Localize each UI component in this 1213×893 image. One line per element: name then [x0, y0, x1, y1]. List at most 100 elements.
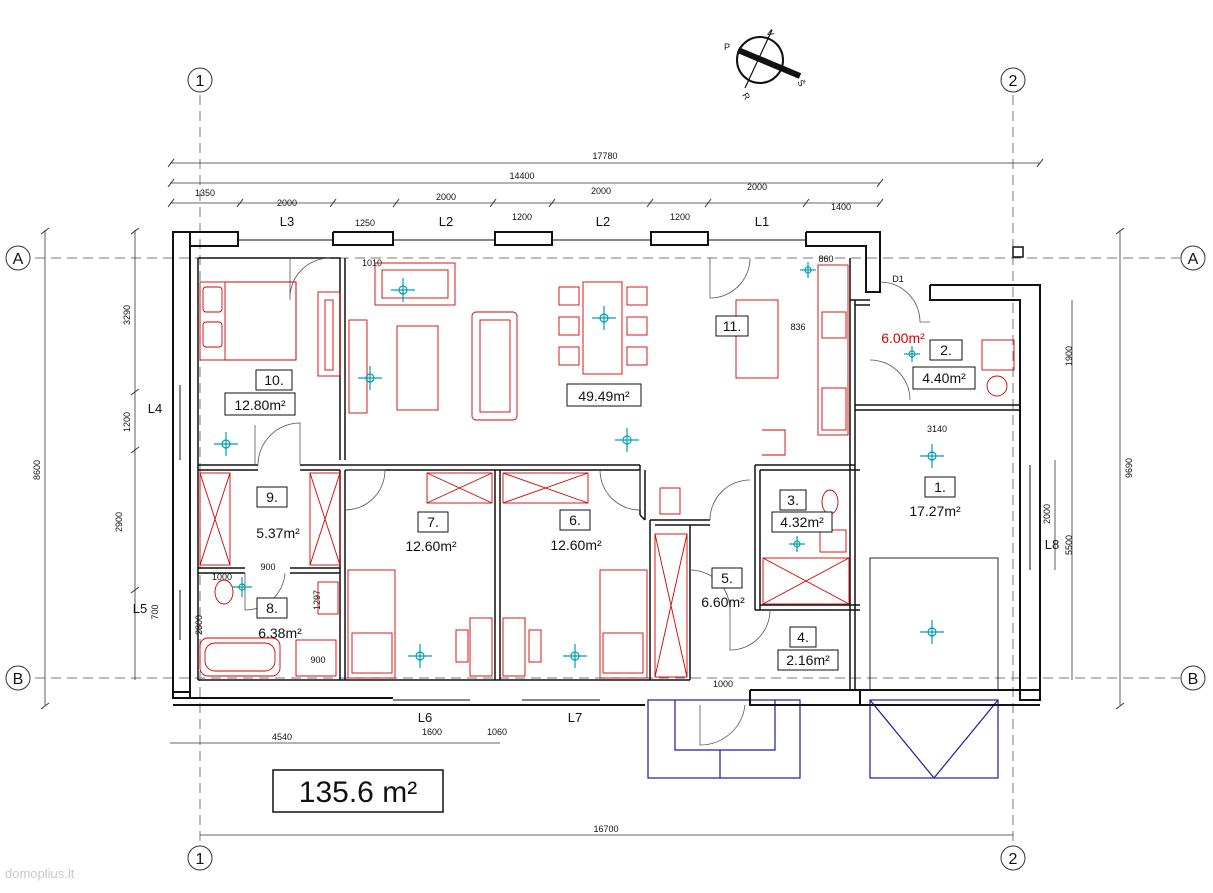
bathtub — [199, 637, 281, 677]
dim-860: 860 — [818, 254, 833, 264]
axis-1-top: 1 — [196, 73, 205, 90]
total-area: 135.6 m² — [299, 776, 417, 809]
dim-3140: 3140 — [927, 424, 947, 434]
room-10-area: 12.80m² — [234, 397, 286, 413]
dim-900-a: 900 — [260, 562, 275, 572]
porch — [647, 699, 999, 779]
garage-bay — [869, 557, 999, 691]
wardrobe-room-7 — [426, 472, 493, 504]
room-9: 9. 5.37m² — [256, 486, 300, 541]
room-10-number: 10. — [264, 372, 283, 388]
dim-1200-b: 1200 — [670, 212, 690, 222]
room-7-number: 7. — [427, 514, 439, 530]
room-8: 8. 6.38m² — [256, 597, 302, 641]
dim-2000-d: 2000 — [747, 182, 767, 192]
dimension-lines — [44, 162, 1121, 836]
room-6-area: 12.60m² — [550, 537, 602, 553]
dim-2800: 2800 — [194, 615, 204, 635]
ceiling-lights — [214, 262, 944, 668]
room-5-area: 6.60m² — [701, 594, 745, 610]
kitchen-island — [735, 299, 779, 379]
dim-1600: 1600 — [422, 727, 442, 737]
compass-icon: V P Š R — [724, 28, 807, 102]
axis-a-right: A — [1188, 251, 1199, 268]
room-1-area: 17.27m² — [909, 503, 961, 519]
dim-1200-left: 1200 — [122, 412, 132, 432]
window-l2-b: L2 — [596, 214, 610, 229]
door-d1: D1 — [892, 274, 904, 284]
room-7: 7. 12.60m² — [405, 511, 457, 554]
axis-2-bottom: 2 — [1009, 851, 1018, 868]
dim-1060: 1060 — [487, 727, 507, 737]
room-1-number: 1. — [934, 479, 946, 495]
dim-1000-a: 1000 — [212, 572, 232, 582]
dim-1010: 1010 — [362, 258, 382, 268]
dim-5500: 5500 — [1064, 535, 1074, 555]
window-l6: L6 — [418, 710, 432, 725]
dim-16700: 16700 — [593, 824, 618, 834]
dimension-ticks — [40, 158, 1125, 710]
dim-700: 700 — [150, 604, 160, 619]
dim-1000-b: 1000 — [713, 679, 733, 689]
window-l2-a: L2 — [439, 214, 453, 229]
room-2: 2. 4.40m² — [912, 339, 976, 390]
compass-v: V — [764, 28, 776, 38]
window-l1: L1 — [755, 214, 769, 229]
window-l8: L8 — [1045, 537, 1059, 552]
room-11-number: 11. — [723, 318, 741, 334]
room-10: 10. 12.80m² — [224, 369, 296, 416]
dim-3290: 3290 — [122, 305, 132, 325]
room-2-number: 2. — [940, 342, 952, 358]
dim-900-b: 900 — [310, 655, 325, 665]
dim-2000-right: 2000 — [1042, 504, 1052, 524]
dim-14400: 14400 — [509, 171, 534, 181]
dim-1350: 1350 — [195, 188, 215, 198]
dim-2900: 2900 — [114, 512, 124, 532]
dim-2000-a: 2000 — [277, 198, 297, 208]
dim-17780: 17780 — [592, 151, 617, 161]
room-9-number: 9. — [266, 489, 278, 505]
room-11: 11. 49.49m² — [566, 315, 749, 407]
dim-1250: 1250 — [355, 218, 375, 228]
compass-s: Š — [795, 78, 807, 88]
room-9-area: 5.37m² — [256, 525, 300, 541]
window-frames — [179, 239, 1031, 701]
window-l3: L3 — [280, 214, 294, 229]
dining-table — [582, 281, 623, 375]
grid-bubbles: 1 2 1 2 A A B B — [5, 67, 1206, 871]
dim-836: 836 — [790, 322, 805, 332]
sofa — [374, 262, 456, 306]
axis-b-right: B — [1188, 671, 1199, 688]
axis-a-left: A — [13, 251, 24, 268]
axis-1-bottom: 1 — [196, 851, 205, 868]
outer-walls — [172, 231, 1041, 706]
dim-1400: 1400 — [831, 202, 851, 212]
dim-1297: 1297 — [312, 590, 322, 610]
room-6: 6. 12.60m² — [550, 509, 602, 553]
door-swings — [244, 257, 930, 746]
wardrobe-room-6 — [502, 472, 589, 504]
room-8-number: 8. — [266, 600, 278, 616]
couch — [471, 311, 518, 421]
room-8-area: 6.38m² — [258, 625, 302, 641]
compass-r: R — [740, 91, 752, 102]
dim-9690: 9690 — [1124, 458, 1134, 478]
window-l4: L4 — [148, 401, 162, 416]
dim-2000-b: 2000 — [436, 192, 456, 202]
room-11-area: 49.49m² — [578, 388, 630, 404]
axis-b-left: B — [13, 671, 24, 688]
compass-p: P — [724, 42, 730, 52]
room-7-area: 12.60m² — [405, 538, 457, 554]
room-3-area: 4.32m² — [780, 514, 824, 530]
room-1: 1. 17.27m² — [909, 476, 961, 519]
room-4: 4. 2.16m² — [777, 626, 839, 671]
bed-room-10 — [199, 281, 297, 361]
room-5-number: 5. — [721, 570, 733, 586]
room-2-area: 4.40m² — [922, 370, 966, 386]
window-l7: L7 — [568, 710, 582, 725]
room-4-number: 4. — [797, 629, 809, 645]
kitchen-counter — [817, 264, 849, 436]
room-4-area: 2.16m² — [786, 652, 830, 668]
interior-walls — [197, 257, 1020, 705]
room-6-number: 6. — [569, 512, 581, 528]
